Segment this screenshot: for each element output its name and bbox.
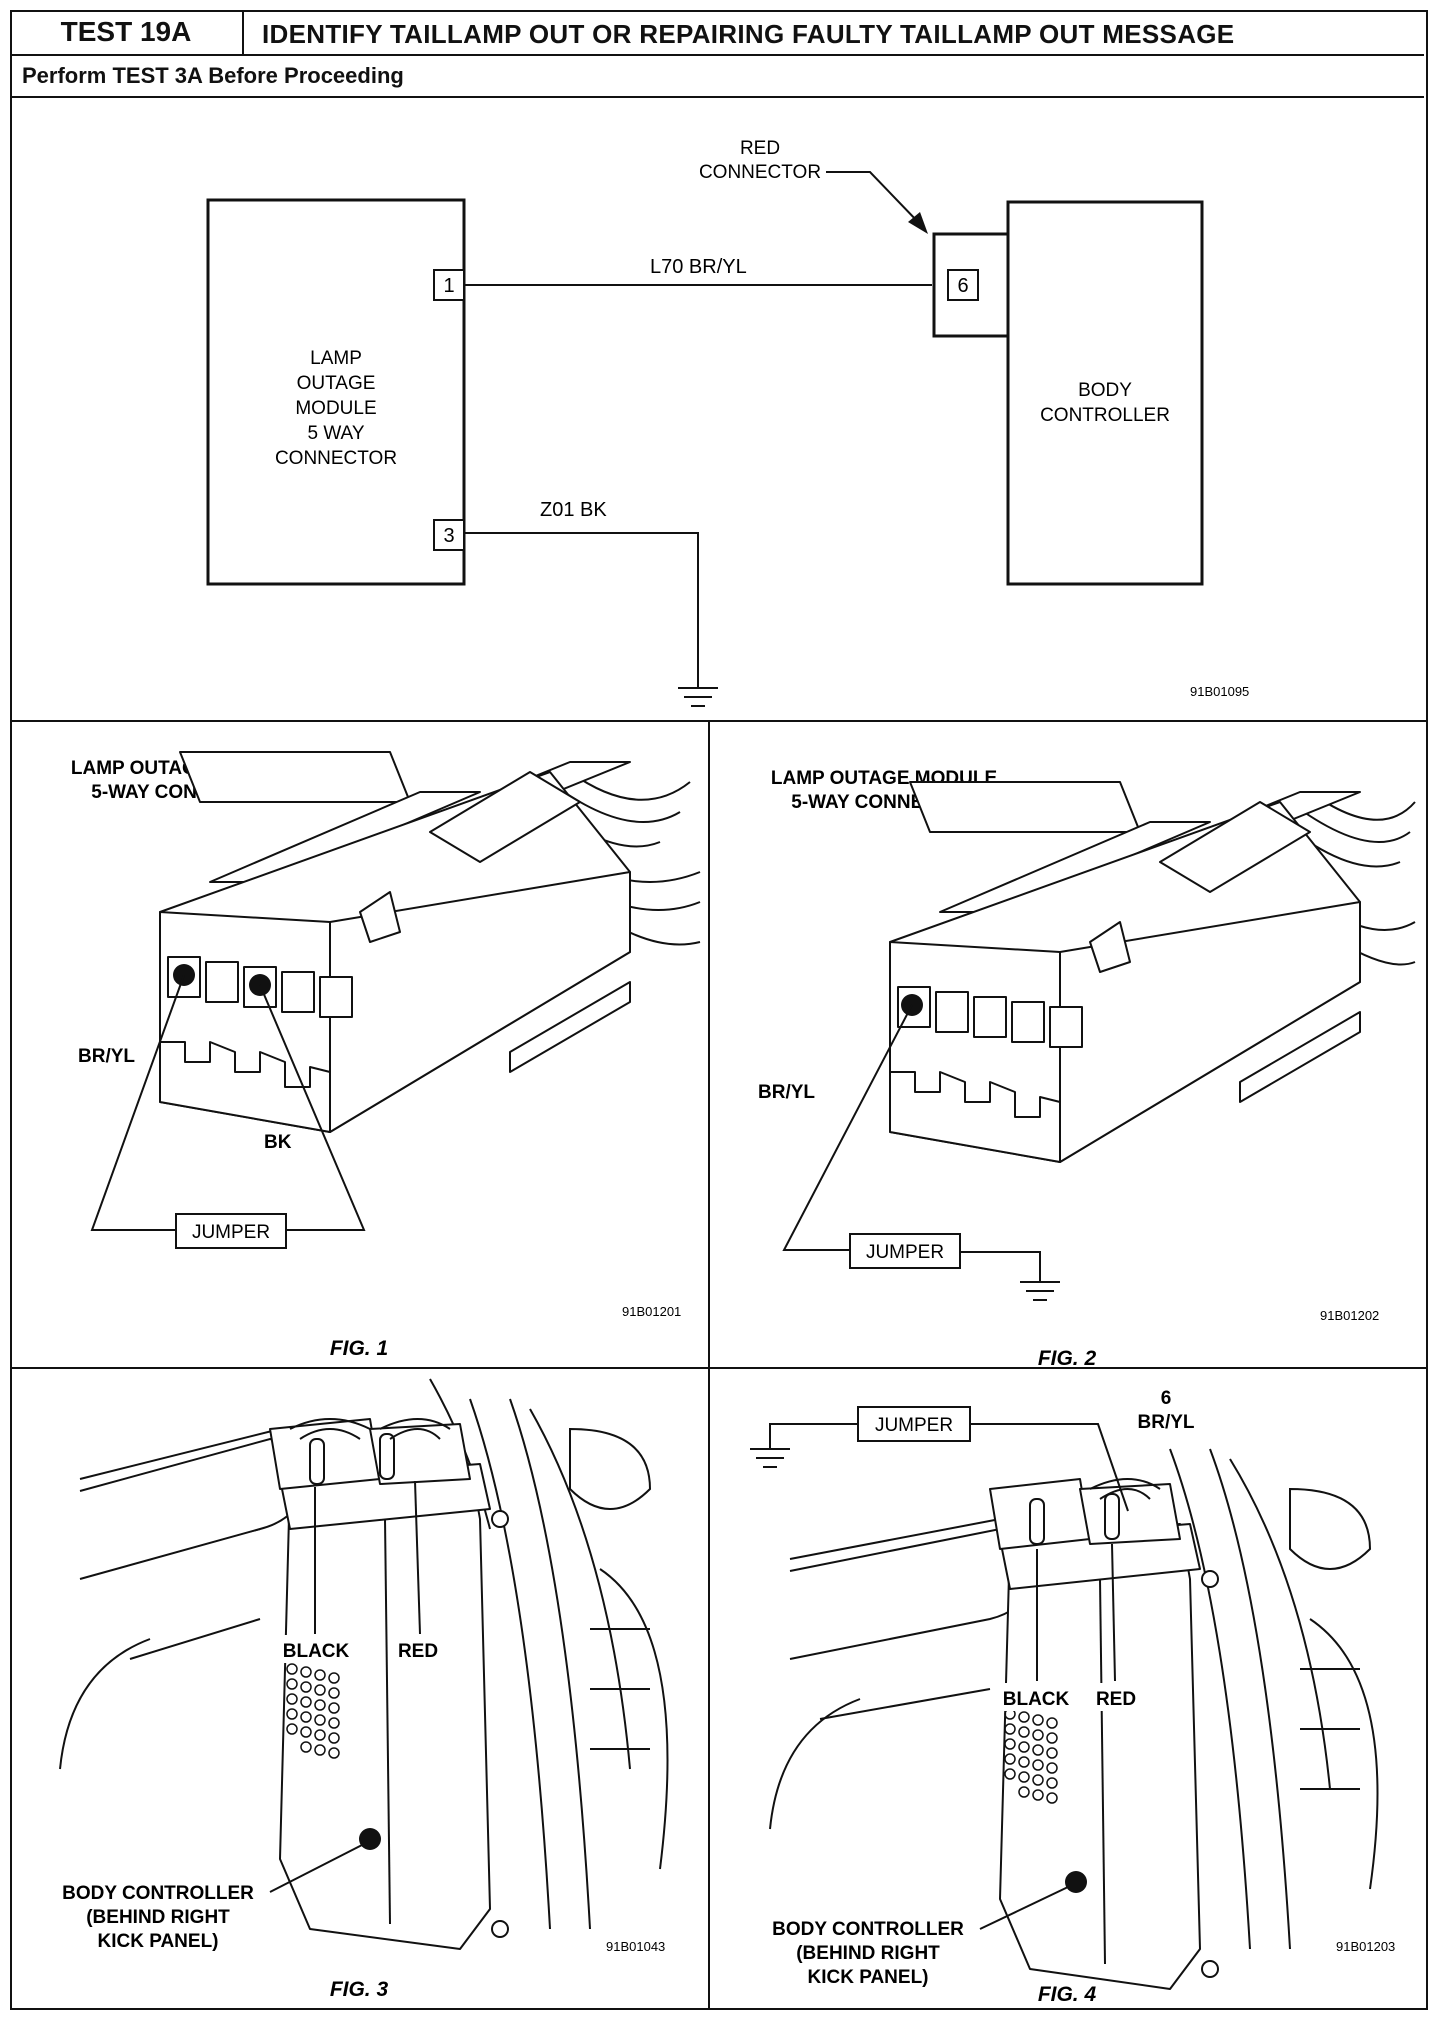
fig-4-location-line-3: KICK PANEL) [807, 1967, 928, 1988]
fig-4-red-label-bg [1086, 1683, 1146, 1711]
fig-3-location-line-3: KICK PANEL) [97, 1931, 218, 1952]
fig-4-location-line-2: (BEHIND RIGHT [796, 1943, 940, 1964]
controller-label-line-2: CONTROLLER [1040, 405, 1170, 426]
fig-2-jumper-label: JUMPER [866, 1242, 944, 1263]
fig-4-location-label: BODY CONTROLLER (BEHIND RIGHT KICK PANEL… [772, 1919, 964, 1988]
fig-4-pin-line-2: BR/YL [1138, 1412, 1195, 1433]
fig-2-connector-drawing [889, 781, 1416, 1163]
lamp-outage-module-box [206, 198, 466, 586]
pin-6-box [947, 269, 979, 301]
module-label-line-3: MODULE [295, 398, 376, 419]
fig-4-body-controller [989, 1478, 1219, 1990]
fig-3-vent-holes [286, 1663, 340, 1759]
pin-3-label: 3 [443, 525, 454, 547]
fig-2-figure-code: 91B01202 [1320, 1308, 1379, 1323]
fig-4-location-leader [979, 1886, 1069, 1930]
fig-4-pin-callout: 6 BR/YL [1138, 1388, 1195, 1433]
wire-l70-label: L70 BR/YL [650, 256, 747, 278]
wire-z01 [464, 532, 699, 688]
fig-4-jumper-label: JUMPER [875, 1415, 953, 1436]
fig-3-body-controller [269, 1418, 509, 1950]
pin-3-box [433, 519, 465, 551]
pin-1-label: 1 [443, 275, 454, 297]
fig-3-figure-code: 91B01043 [606, 1939, 665, 1954]
prerequisite-row: Perform TEST 3A Before Proceeding [10, 56, 1424, 98]
fig-4-label-black: BLACK [1003, 1689, 1070, 1710]
fig-1-caption: FIG. 1 [330, 1337, 388, 1360]
fig-3-location-dot [359, 1828, 381, 1850]
fig-2-panel: LAMP OUTAGE MODULE 5-WAY CONNECTOR JUMPE… [758, 768, 1416, 1367]
divider-vertical [708, 720, 710, 2008]
fig-4-jumper-box [857, 1406, 971, 1442]
fig-2-ground-wire [960, 1251, 1041, 1282]
fig-3-wire-bundle [289, 1418, 451, 1440]
wire-z01-label: Z01 BK [540, 499, 607, 521]
fig-1-label-bk: BK [264, 1132, 292, 1153]
diagnostic-page: TEST 19A IDENTIFY TAILLAMP OUT OR REPAIR… [10, 10, 1428, 2010]
fig-2-label-bryl: BR/YL [758, 1082, 815, 1103]
divider-mid [10, 1367, 1426, 1369]
red-connector-line-1: RED [740, 138, 780, 159]
fig-1-jumper-label: JUMPER [192, 1222, 270, 1243]
fig-4-location-dot [1065, 1871, 1087, 1893]
test-id: TEST 19A [10, 10, 244, 54]
module-label-line-4: 5 WAY [307, 423, 364, 444]
fig-3-red-leader [414, 1480, 421, 1635]
controller-label-line-1: BODY [1078, 380, 1132, 401]
fig-1-label-bryl: BR/YL [78, 1046, 135, 1067]
body-controller-box [1006, 200, 1204, 586]
test-title: IDENTIFY TAILLAMP OUT OR REPAIRING FAULT… [262, 19, 1235, 49]
fig-1-connector-drawing [159, 751, 701, 1133]
fig-3-location-label: BODY CONTROLLER (BEHIND RIGHT KICK PANEL… [62, 1883, 254, 1952]
fig-4-red-leader [1111, 1543, 1116, 1682]
fig-4-panel: BLACK RED JUMPER 6 BR/YL BODY CONTROLLER… [750, 1388, 1395, 2006]
fig-4-black-label-bg [996, 1683, 1076, 1711]
fig-4-pin-line-1: 6 [1161, 1388, 1172, 1409]
divider-schematic [10, 720, 1426, 722]
fig-1-jumper-wire-right [259, 984, 366, 1231]
red-connector-leader [826, 171, 921, 225]
fig-3-location-line-2: (BEHIND RIGHT [86, 1907, 230, 1928]
prerequisite-text: Perform TEST 3A Before Proceeding [22, 63, 404, 88]
fig-3-label-red: RED [398, 1641, 438, 1662]
fig-2-ground-symbol [1020, 1281, 1060, 1301]
fig-3-panel: BLACK RED BODY CONTROLLER (BEHIND RIGHT … [59, 1378, 669, 2001]
fig-2-caption: FIG. 2 [1038, 1347, 1097, 1367]
fig-4-jumper-wire [970, 1423, 1129, 1512]
module-label-line-1: LAMP [310, 348, 362, 369]
fig-1-jumper-box [175, 1213, 287, 1249]
fig-3-caption: FIG. 3 [330, 1978, 389, 2001]
fig-4-wire-bundle [1089, 1478, 1161, 1500]
ground-symbol-schematic [678, 687, 718, 707]
header-row: TEST 19A IDENTIFY TAILLAMP OUT OR REPAIR… [10, 10, 1424, 56]
fig-2-jumper-wire [782, 1004, 913, 1251]
fig-4-location-line-1: BODY CONTROLLER [772, 1919, 964, 1940]
fig-1-jumper-wire-left [90, 974, 185, 1231]
body-controller-label: BODY CONTROLLER [1040, 380, 1170, 426]
red-connector-line-2: CONNECTOR [699, 162, 821, 183]
fig-4-ground-wire [769, 1423, 858, 1449]
fig-3-label-black: BLACK [283, 1641, 350, 1662]
fig-3-location-leader [269, 1844, 363, 1893]
fig-3-black-label-bg [276, 1635, 356, 1663]
lamp-outage-module-label: LAMP OUTAGE MODULE 5 WAY CONNECTOR [275, 348, 397, 469]
fig-4-caption: FIG. 4 [1038, 1983, 1097, 2006]
module-label-line-5: CONNECTOR [275, 448, 397, 469]
red-connector-callout: RED CONNECTOR [699, 138, 821, 183]
fig-4-label-red: RED [1096, 1689, 1136, 1710]
fig-1-figure-code: 91B01201 [622, 1304, 681, 1319]
fig-3-location-line-1: BODY CONTROLLER [62, 1883, 254, 1904]
fig-4-figure-code: 91B01203 [1336, 1939, 1395, 1954]
fig-1-panel: LAMP OUTAGE MODULE 5-WAY CONNECTOR [71, 751, 701, 1360]
red-connector-arrowhead [908, 212, 928, 234]
schematic-figure-code: 91B01095 [1190, 684, 1249, 699]
fig-4-ground-symbol [750, 1448, 790, 1468]
wiring-schematic: 1 3 LAMP OUTAGE MODULE 5 WAY CONNECTOR L… [206, 138, 1249, 707]
module-label-line-2: OUTAGE [297, 373, 376, 394]
fig-3-red-label-bg [388, 1635, 448, 1663]
page-frame [10, 10, 1428, 2010]
pin-6-label: 6 [957, 275, 968, 297]
